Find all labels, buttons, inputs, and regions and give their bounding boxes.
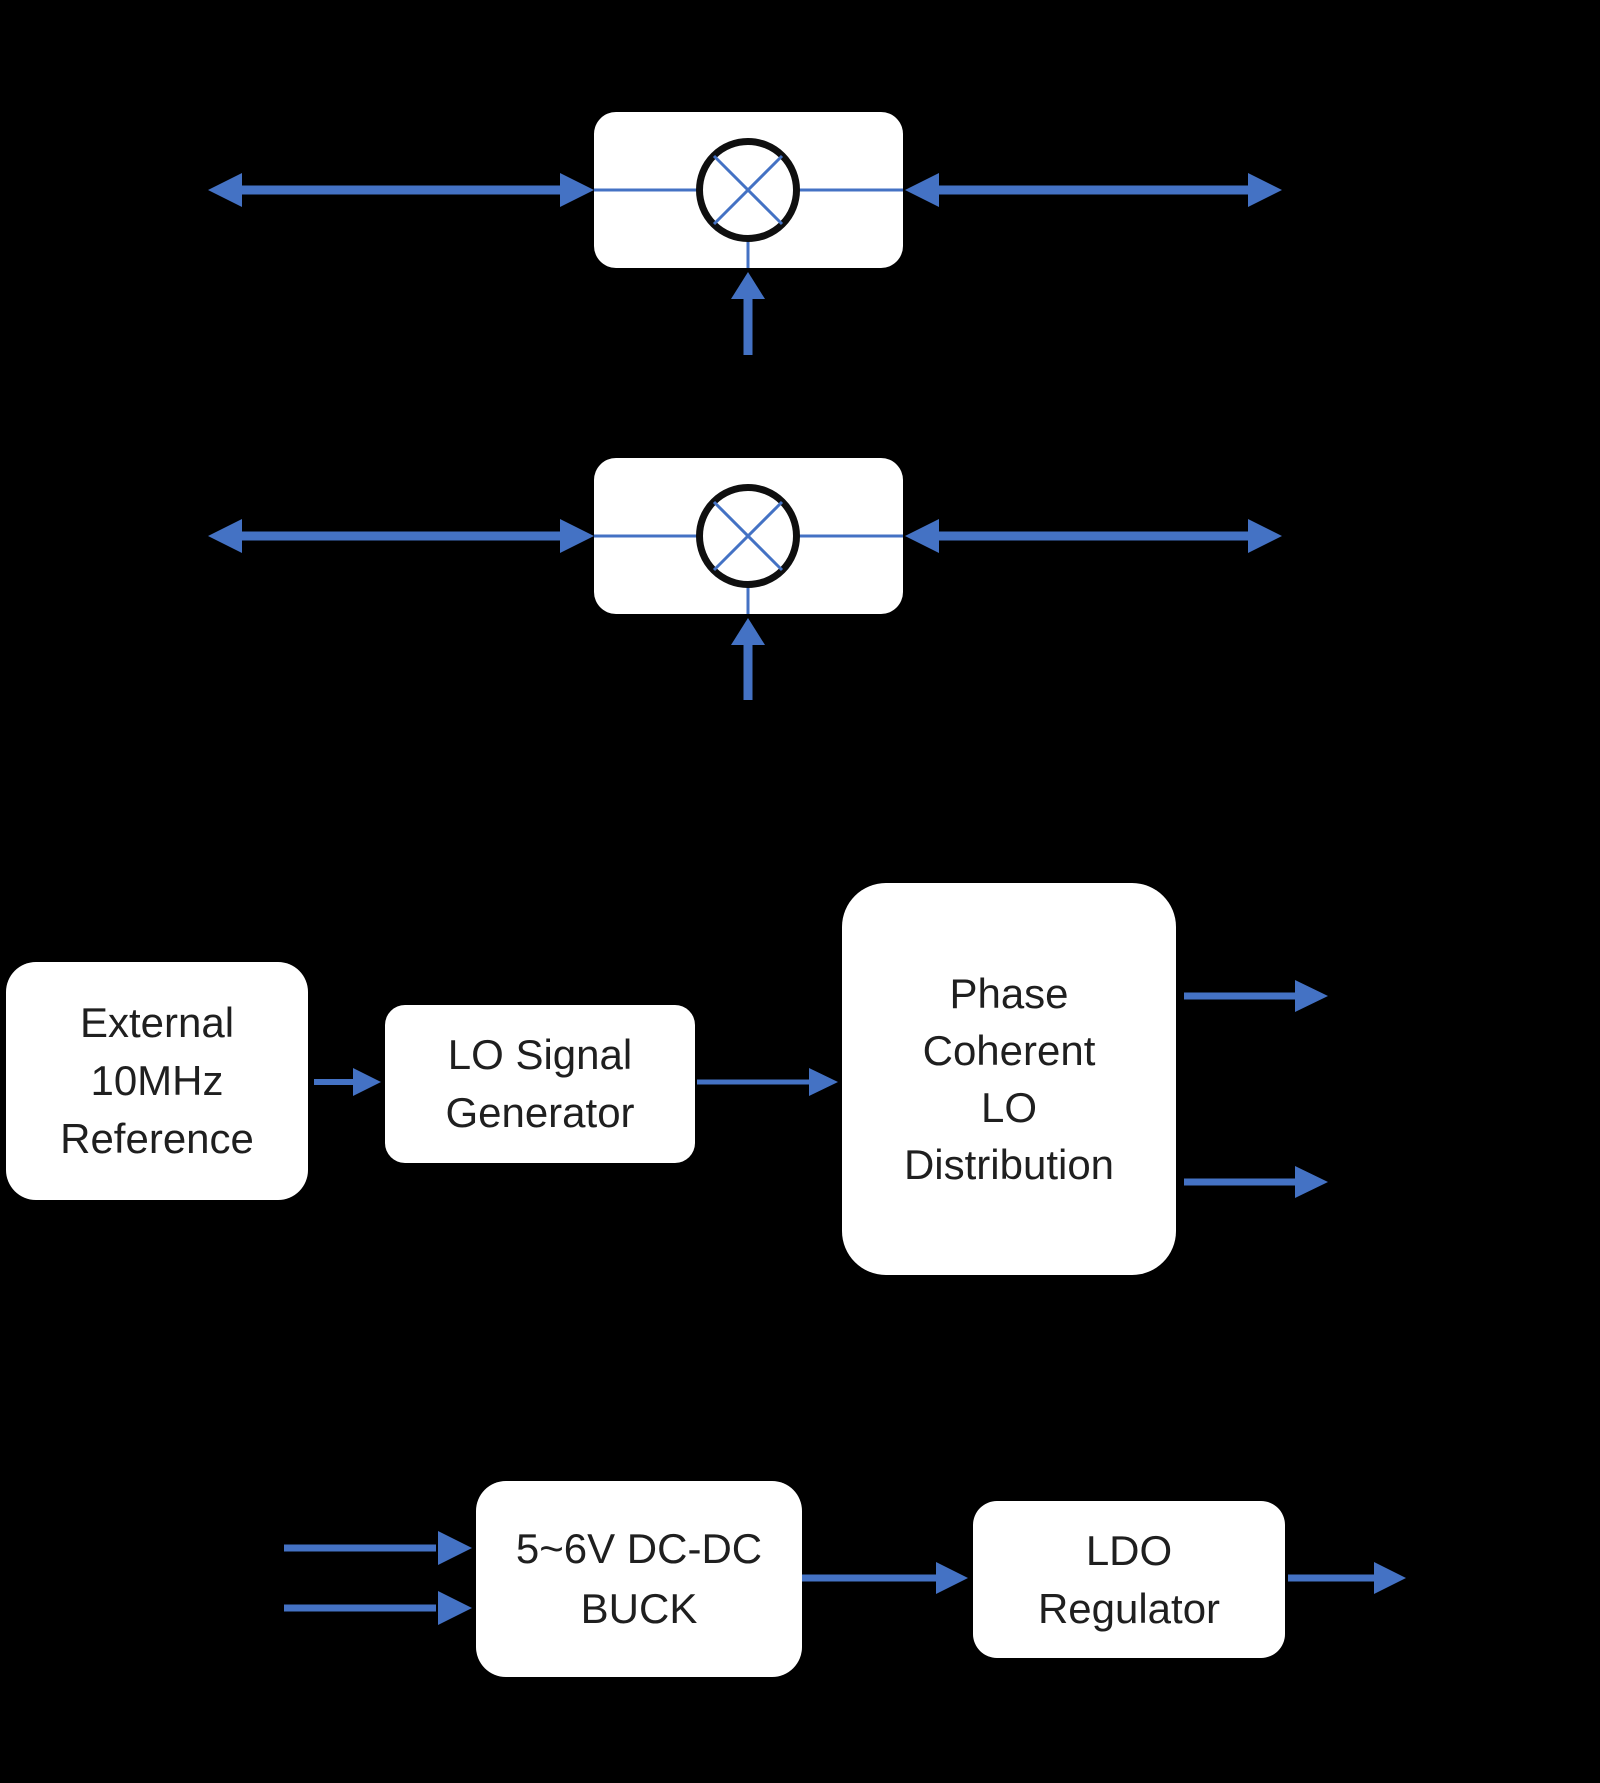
external-reference-label: External 10MHz Reference — [6, 962, 308, 1200]
label-line: Generator — [445, 1089, 635, 1136]
label-line: 5~6V DC-DC — [515, 1525, 763, 1572]
label-line: Distribution — [903, 1141, 1115, 1188]
label-line: Coherent — [922, 1027, 1096, 1074]
label-line: 10MHz — [90, 1057, 224, 1104]
lo-signal-generator-label: LO Signal Generator — [385, 1005, 695, 1163]
ldo-regulator-label: LDO Regulator — [973, 1501, 1285, 1658]
label-line: LO — [980, 1084, 1038, 1131]
label-line: Reference — [60, 1115, 254, 1162]
label-line: LO Signal — [447, 1031, 633, 1078]
label-line: External — [79, 999, 235, 1046]
label-line: BUCK — [580, 1585, 698, 1632]
label-line: Regulator — [1037, 1584, 1221, 1632]
dc-dc-buck-label: 5~6V DC-DC BUCK — [476, 1481, 802, 1677]
phase-coherent-lo-distribution-label: Phase Coherent LO Distribution — [842, 883, 1176, 1275]
ldo-regulator-box — [973, 1501, 1285, 1658]
mixer1-box — [594, 112, 903, 268]
label-line: Phase — [949, 970, 1069, 1017]
label-line: LDO — [1085, 1526, 1173, 1574]
mixer2-box — [594, 458, 903, 614]
phase-coherent-lo-distribution-box — [842, 883, 1176, 1275]
external-reference-box — [6, 962, 308, 1200]
dc-dc-buck-box — [476, 1481, 802, 1677]
lo-signal-generator-box — [385, 1005, 695, 1163]
